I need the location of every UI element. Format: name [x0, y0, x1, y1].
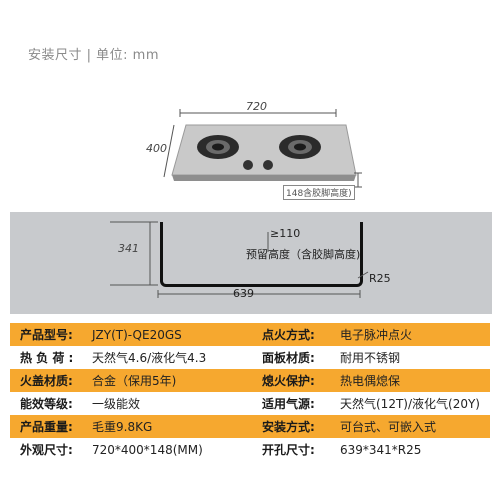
reserve-height-label: 预留高度（含胶脚高度): [246, 248, 361, 261]
spec-table: 产品型号: JZY(T)-QE20GS 点火方式: 电子脉冲点火 热 负 荷 :…: [10, 323, 490, 461]
cut-width-label: 341: [118, 242, 139, 255]
radius-label: R25: [369, 272, 391, 285]
page-title: 安装尺寸 | 单位: mm: [28, 48, 159, 63]
spec-value: 耐用不锈钢: [330, 346, 490, 369]
spec-value: 合金（保用5年): [82, 369, 252, 392]
spec-value: 一级能效: [82, 392, 252, 415]
spec-value: 毛重9.8KG: [82, 415, 252, 438]
spec-label: 面板材质:: [252, 346, 330, 369]
table-row: 外观尺寸: 720*400*148(MM) 开孔尺寸: 639*341*R25: [10, 438, 490, 461]
spec-value: 天然气4.6/液化气4.3: [82, 346, 252, 369]
spec-value: 天然气(12T)/液化气(20Y): [330, 392, 490, 415]
cutout-dimension-lines: [110, 221, 369, 298]
spec-value: 639*341*R25: [330, 438, 490, 461]
spec-value: JZY(T)-QE20GS: [82, 323, 252, 346]
table-row: 火盖材质: 合金（保用5年) 熄火保护: 热电偶熄保: [10, 369, 490, 392]
table-row: 产品型号: JZY(T)-QE20GS 点火方式: 电子脉冲点火: [10, 323, 490, 346]
spec-label: 安装方式:: [252, 415, 330, 438]
stove-illustration: [163, 109, 362, 188]
depth-label: 400: [146, 142, 167, 155]
spec-label: 开孔尺寸:: [252, 438, 330, 461]
height-note: 148含胶脚高度): [283, 185, 355, 200]
spec-value: 可台式、可嵌入式: [330, 415, 490, 438]
cutout-outline: [160, 222, 363, 287]
width-label: 720: [246, 100, 267, 113]
spec-label: 产品重量:: [10, 415, 82, 438]
min-clearance-label: ≥110: [270, 227, 301, 240]
stove-diagram: [150, 95, 370, 205]
spec-value: 热电偶熄保: [330, 369, 490, 392]
spec-value: 电子脉冲点火: [330, 323, 490, 346]
cut-depth-label: 639: [233, 287, 254, 300]
table-row: 能效等级: 一级能效 适用气源: 天然气(12T)/液化气(20Y): [10, 392, 490, 415]
spec-label: 火盖材质:: [10, 369, 82, 392]
spec-label: 点火方式:: [252, 323, 330, 346]
spec-label: 产品型号:: [10, 323, 82, 346]
spec-value: 720*400*148(MM): [82, 438, 252, 461]
spec-label: 熄火保护:: [252, 369, 330, 392]
spec-label: 热 负 荷 :: [10, 346, 82, 369]
table-row: 产品重量: 毛重9.8KG 安装方式: 可台式、可嵌入式: [10, 415, 490, 438]
table-row: 热 负 荷 : 天然气4.6/液化气4.3 面板材质: 耐用不锈钢: [10, 346, 490, 369]
spec-label: 外观尺寸:: [10, 438, 82, 461]
spec-label: 适用气源:: [252, 392, 330, 415]
spec-label: 能效等级:: [10, 392, 82, 415]
